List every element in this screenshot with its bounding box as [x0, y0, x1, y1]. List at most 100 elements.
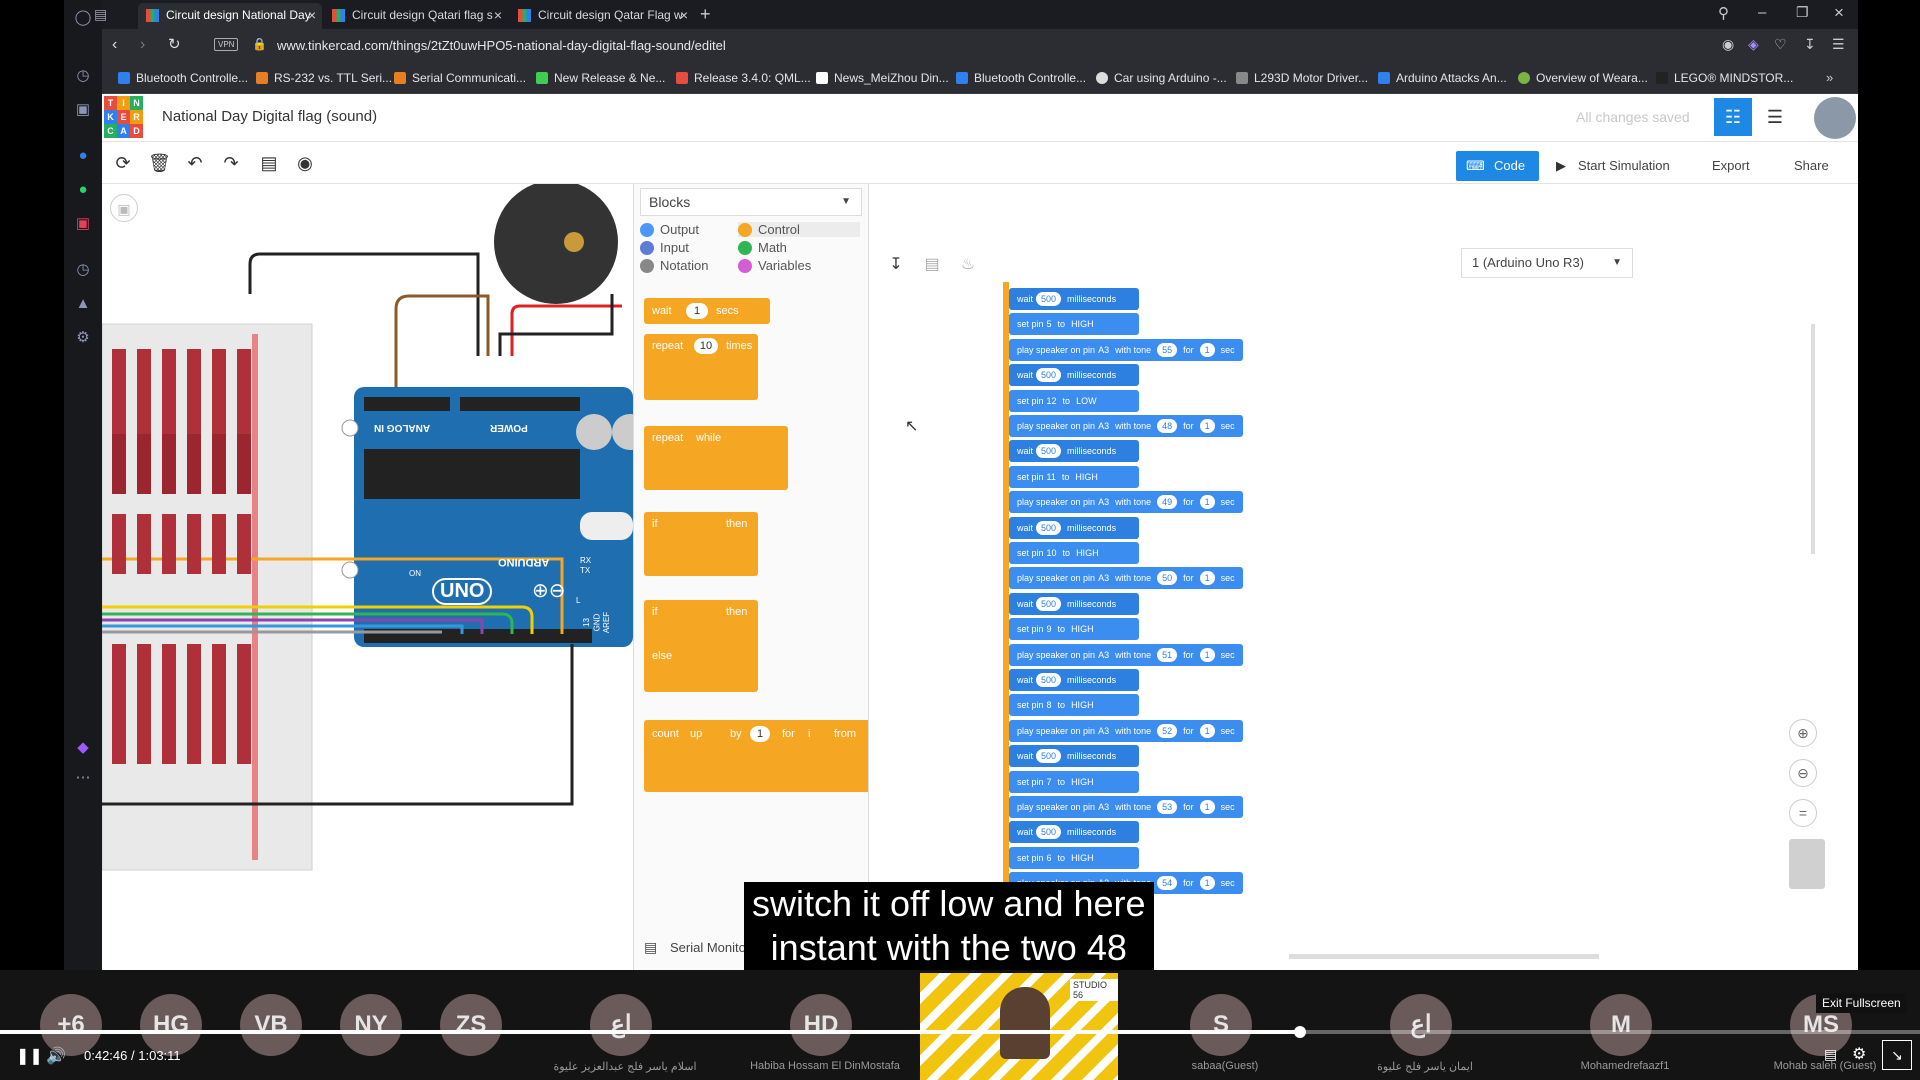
led-column-group[interactable]: [112, 434, 262, 494]
wait-value[interactable]: 500: [1036, 368, 1062, 383]
palette-repeat-while-block[interactable]: repeat while: [644, 426, 788, 490]
zoom-out-icon[interactable]: ⊖: [1789, 759, 1817, 787]
pin-state-dropdown[interactable]: HIGH: [1071, 624, 1094, 635]
debug-bug-icon[interactable]: ♨: [960, 256, 976, 273]
back-icon[interactable]: ‹: [112, 36, 118, 53]
pin-dropdown[interactable]: A3: [1098, 573, 1110, 584]
block-unit[interactable]: secs: [716, 305, 739, 317]
bookmark-item[interactable]: Overview of Weara...: [1518, 71, 1648, 85]
video-progress-track[interactable]: [0, 1026, 1920, 1038]
minimize-icon[interactable]: –: [1758, 4, 1767, 21]
wait-value[interactable]: 500: [1036, 673, 1062, 687]
duration-value[interactable]: 1: [1199, 495, 1215, 510]
start-simulation-button[interactable]: ▶ Start Simulation: [1546, 151, 1744, 181]
duration-value[interactable]: 1: [1199, 800, 1215, 814]
wait-value[interactable]: 500: [1036, 292, 1062, 306]
pin-dropdown[interactable]: A3: [1098, 344, 1110, 355]
wait-value[interactable]: 500: [1036, 749, 1062, 764]
avatar[interactable]: [1814, 97, 1856, 139]
aria-icon[interactable]: ◆: [77, 739, 89, 756]
pin-state-dropdown[interactable]: HIGH: [1071, 700, 1094, 711]
search-tabs-icon[interactable]: ⚲: [1718, 5, 1729, 22]
tone-value[interactable]: 50: [1157, 571, 1178, 586]
tone-value[interactable]: 48: [1157, 419, 1178, 433]
duration-value[interactable]: 1: [1199, 571, 1215, 586]
bookmark-item[interactable]: New Release & Ne...: [536, 71, 665, 85]
block-dropdown[interactable]: i: [808, 728, 811, 740]
pin-dropdown[interactable]: A3: [1098, 802, 1110, 812]
exit-fullscreen-icon[interactable]: ↘: [1882, 1040, 1912, 1070]
vpn-badge[interactable]: VPN: [214, 38, 239, 51]
zoom-in-icon[interactable]: ⊕: [1789, 719, 1817, 747]
notes-icon[interactable]: ▤: [260, 153, 278, 173]
vertical-scrollbar[interactable]: [1811, 324, 1815, 554]
duration-value[interactable]: 1: [1199, 876, 1215, 891]
horizontal-scrollbar[interactable]: [1289, 954, 1599, 959]
wait-unit-dropdown[interactable]: milliseconds: [1067, 827, 1117, 838]
wait-unit-dropdown[interactable]: milliseconds: [1067, 446, 1117, 457]
tone-value[interactable]: 51: [1157, 647, 1178, 662]
participant-avatar[interactable]: M: [1590, 994, 1652, 1056]
wait-value[interactable]: 500: [1036, 520, 1062, 535]
restore-icon[interactable]: ❐: [1796, 4, 1809, 20]
reload-icon[interactable]: ↻: [168, 36, 181, 53]
close-tab-icon[interactable]: ×: [679, 7, 688, 23]
instagram-icon[interactable]: ▣: [75, 215, 91, 232]
wait-unit-dropdown[interactable]: milliseconds: [1067, 294, 1117, 304]
more-bookmarks-icon[interactable]: »: [1826, 70, 1834, 85]
new-tab-icon[interactable]: +: [700, 4, 711, 24]
download-icon[interactable]: ↧: [1804, 36, 1816, 52]
tone-value[interactable]: 52: [1157, 723, 1178, 738]
pin-state-dropdown[interactable]: LOW: [1076, 395, 1097, 406]
palette-count-block[interactable]: count up by 1 for i from: [644, 720, 868, 792]
pause-icon[interactable]: ❚❚: [16, 1048, 43, 1065]
captions-icon[interactable]: ▤: [1824, 1046, 1838, 1062]
block-value[interactable]: 10: [694, 338, 718, 354]
pin-dropdown[interactable]: 7: [1046, 776, 1052, 787]
tone-value[interactable]: 54: [1157, 876, 1178, 891]
bookmark-item[interactable]: Bluetooth Controlle...: [956, 71, 1086, 85]
wait-value[interactable]: 500: [1036, 444, 1062, 459]
tab-sidebar-icon[interactable]: ▤: [94, 6, 108, 22]
led-column-group[interactable]: [112, 644, 262, 764]
wait-unit-dropdown[interactable]: milliseconds: [1067, 370, 1117, 381]
menu-icon[interactable]: ☰: [1832, 36, 1845, 52]
category-output[interactable]: Output: [640, 222, 699, 237]
block-value[interactable]: 1: [686, 303, 708, 319]
palette-if-else-block[interactable]: if then else: [644, 600, 758, 692]
tone-value[interactable]: 49: [1157, 495, 1178, 510]
duration-value[interactable]: 1: [1199, 342, 1215, 357]
url-field[interactable]: www.tinkercad.com/things/2tZt0uwHPO5-nat…: [277, 38, 726, 53]
pin-dropdown[interactable]: A3: [1098, 497, 1110, 508]
block-dropdown[interactable]: up: [690, 728, 703, 740]
wait-value[interactable]: 500: [1036, 825, 1062, 840]
tinkercad-logo[interactable]: T I N K E R C A D: [104, 96, 144, 138]
whatsapp-icon[interactable]: ●: [78, 181, 88, 198]
close-window-icon[interactable]: ×: [1834, 3, 1844, 22]
speaker-video[interactable]: STUDIO 56: [920, 973, 1118, 1080]
bookmark-item[interactable]: Bluetooth Controlle...: [118, 71, 248, 85]
bookmark-item[interactable]: LEGO® MINDSTOR...: [1656, 71, 1793, 85]
opera-logo-icon[interactable]: ◯: [74, 9, 92, 26]
pin-state-dropdown[interactable]: HIGH: [1075, 471, 1098, 482]
serial-monitor-button[interactable]: ▤ Serial Monitor: [644, 939, 750, 955]
pin-dropdown[interactable]: 10: [1046, 548, 1057, 558]
close-tab-icon[interactable]: ×: [307, 7, 316, 23]
close-tab-icon[interactable]: ×: [493, 7, 502, 23]
tab-1[interactable]: Circuit design National Day ×: [138, 3, 322, 29]
circuit-view-icon[interactable]: ☷: [1714, 98, 1752, 136]
